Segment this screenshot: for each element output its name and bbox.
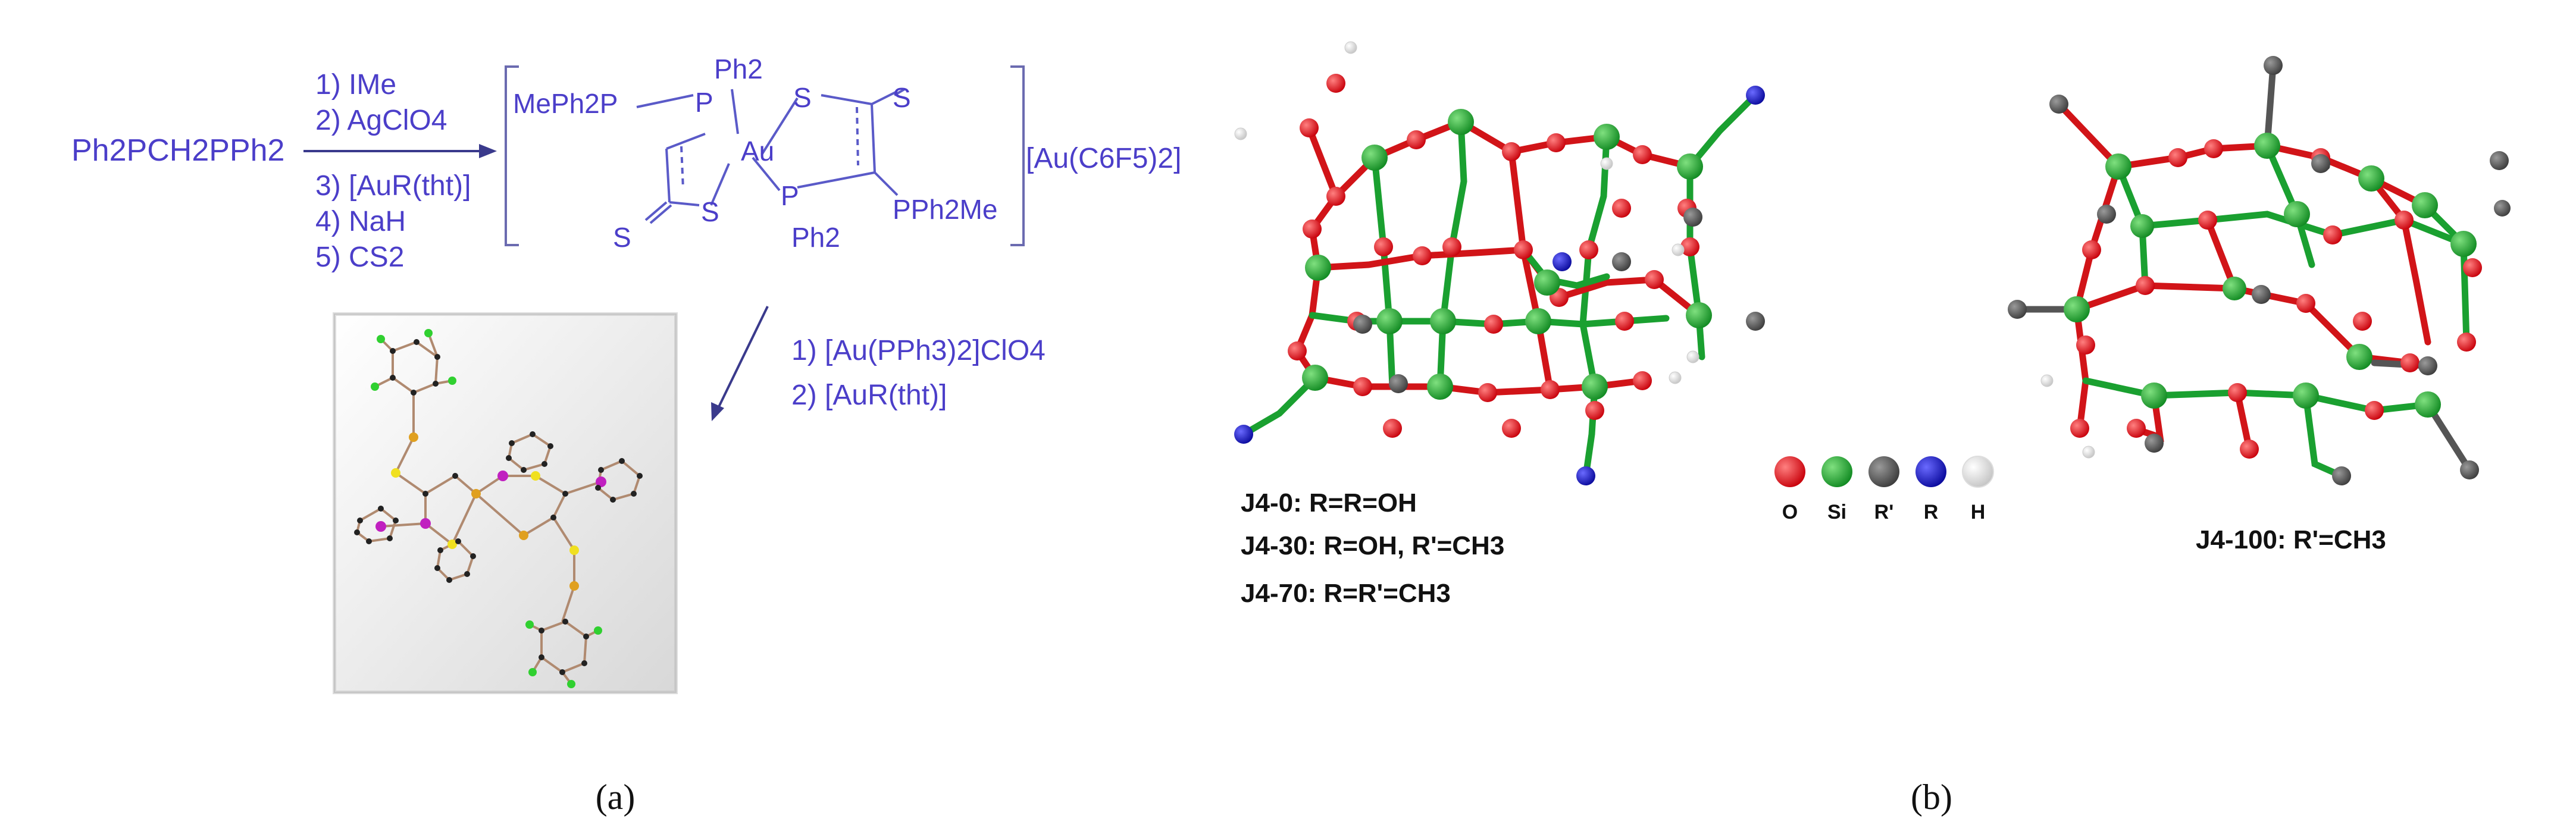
complex-ph2-top: Ph2	[714, 54, 763, 84]
complex-s-mid-bottom: S	[701, 196, 719, 227]
legend-r-label: R	[1924, 501, 1939, 523]
step-1-3: 3) [AuR(tht)]	[315, 170, 471, 202]
reaction-arrow-2	[716, 306, 769, 411]
legend-h-label: H	[1971, 501, 1986, 523]
complex-pph2me: PPh2Me	[893, 194, 997, 225]
legend-r-prime-swatch	[1868, 456, 1899, 487]
complex-s-mid-top: S	[793, 82, 812, 113]
complex-bonds	[636, 88, 906, 224]
step-1-5: 5) CS2	[315, 242, 404, 273]
complex-p1: P	[695, 87, 713, 118]
complex-s-left-bottom: S	[613, 222, 631, 253]
step-1-2: 2) AgClO4	[315, 105, 447, 136]
label-j4-30: J4-30: R=OH, R'=CH3	[1241, 531, 1504, 560]
label-j4-70: J4-70: R=R'=CH3	[1241, 579, 1451, 608]
reactant-label: Ph2PCH2PPh2	[71, 133, 284, 168]
cage-model-j4-100	[2008, 56, 2511, 485]
legend-o-label: O	[1782, 501, 1798, 523]
label-j4-100: J4-100: R'=CH3	[2196, 525, 2386, 554]
panel-a-reaction-scheme: Ph2PCH2PPh2 1) IMe 2) AgClO4 3) [AuR(tht…	[70, 42, 1189, 817]
legend-h-swatch	[1962, 456, 1994, 488]
label-j4-0: J4-0: R=R=OH	[1241, 488, 1417, 518]
crystal-structure-image	[333, 312, 678, 694]
complex-meph2p: MePh2P	[513, 88, 618, 119]
bracket-left	[505, 65, 519, 246]
arrowhead-1	[479, 144, 497, 158]
caption-a: (a)	[596, 777, 636, 817]
legend-o-swatch	[1774, 456, 1805, 487]
counter-anion: [Au(C6F5)2]	[1026, 143, 1181, 174]
panel-b-molecular-models: O Si R' R H J4-0: R=R=OH J4-30: R=OH, R'…	[1234, 41, 2511, 817]
complex-au: Au	[741, 136, 774, 167]
legend-r-prime-label: R'	[1874, 501, 1894, 523]
arrowhead-2	[711, 402, 724, 421]
caption-b: (b)	[1911, 777, 1952, 817]
legend-si-swatch	[1821, 456, 1852, 487]
step-2-2: 2) [AuR(tht)]	[791, 380, 947, 411]
legend-si-label: Si	[1827, 501, 1846, 523]
step-2-1: 1) [Au(PPh3)2]ClO4	[791, 335, 1046, 366]
bracket-right	[1010, 65, 1025, 246]
step-1-1: 1) IMe	[315, 69, 396, 101]
cage-model-j4-left	[1234, 41, 1765, 485]
atom-legend: O Si R' R H	[1774, 456, 1994, 523]
complex-ph2-bottom: Ph2	[791, 222, 840, 253]
complex-p2: P	[781, 180, 799, 211]
step-1-4: 4) NaH	[315, 206, 406, 237]
complex-s-right-top: S	[893, 82, 911, 113]
legend-r-swatch	[1915, 456, 1946, 487]
